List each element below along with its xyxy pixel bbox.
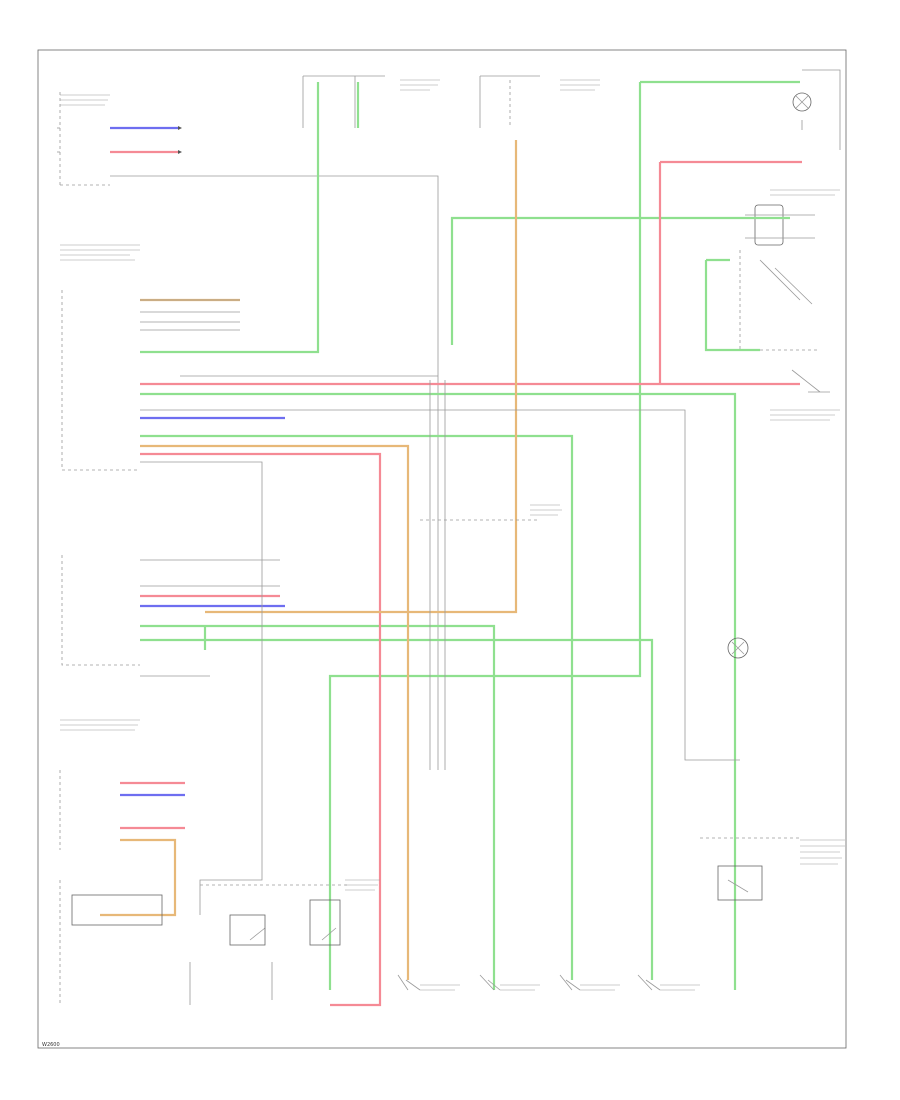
top-fuse-blocks	[302, 75, 540, 128]
footer-code: W2600	[42, 1042, 60, 1048]
green-wires	[140, 80, 800, 990]
blue-wires	[120, 416, 285, 797]
lamp-bottom-right	[727, 637, 749, 659]
switch-block-lower-right	[717, 865, 763, 901]
bottom-switches	[229, 899, 661, 991]
gray-interconnect	[140, 299, 800, 1005]
left-connectors	[59, 290, 163, 1005]
switch-block-right	[739, 204, 830, 393]
module-top-left	[57, 92, 439, 770]
label-marks	[60, 79, 845, 991]
lamp-top-right	[792, 69, 841, 150]
diagram-frame	[37, 49, 847, 1049]
red-wires	[120, 160, 802, 1007]
